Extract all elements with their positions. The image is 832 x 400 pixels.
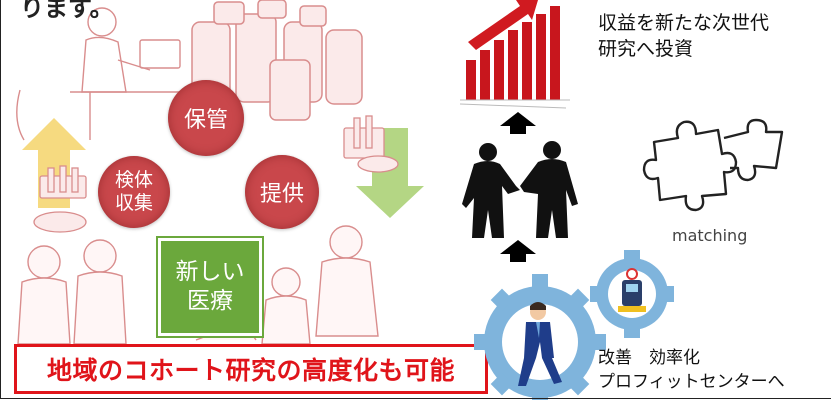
provide-label: 提供: [259, 182, 304, 207]
gears-icon: [474, 250, 674, 400]
improve-line-2: プロフィットセンターへ: [598, 372, 785, 392]
collect-label-1: 検体: [114, 169, 153, 192]
improve-line-1: 改善 効率化: [598, 348, 700, 368]
cohort-research-banner: 地域のコホート研究の高度化も可能: [14, 344, 488, 394]
invest-text: 収益を新たな次世代 研究へ投資: [598, 10, 769, 62]
puzzle-icon: [642, 118, 784, 212]
new-medicine-label-2: 医療: [187, 288, 233, 314]
invest-line-1: 収益を新たな次世代: [598, 12, 770, 34]
new-medicine-box: 新しい 医療: [156, 236, 264, 338]
top-cut-text: ります。: [20, 0, 114, 22]
store-label: 保管: [183, 108, 228, 133]
research-cycle-illustration: [16, 0, 424, 345]
new-medicine-label-1: 新しい: [175, 259, 245, 286]
matching-label: matching: [672, 226, 748, 245]
collect-circle: 検体 収集: [98, 156, 170, 228]
store-circle: 保管: [168, 80, 244, 156]
arrow-up-icon: [500, 112, 536, 134]
growth-chart-icon: [459, 0, 570, 109]
handshake-icon: [462, 141, 578, 238]
invest-line-2: 研究へ投資: [598, 38, 694, 60]
improve-text: 改善 効率化 プロフィットセンターへ: [598, 346, 785, 394]
collect-label-2: 収集: [114, 192, 153, 214]
provide-circle: 提供: [245, 155, 319, 229]
arrow-up-icon: [500, 240, 536, 262]
